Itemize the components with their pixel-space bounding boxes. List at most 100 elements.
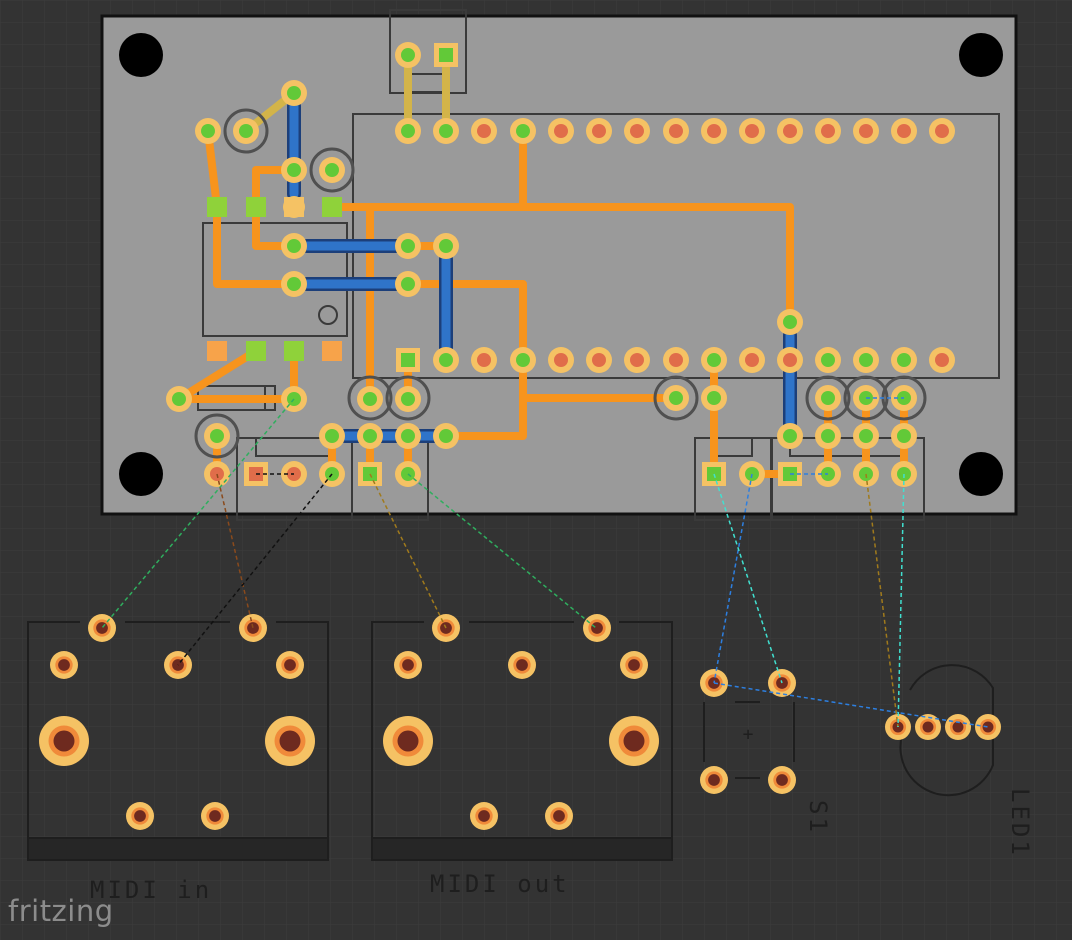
pad-icon[interactable]: [915, 714, 941, 740]
pad-icon[interactable]: [510, 347, 536, 373]
pad-icon[interactable]: [508, 651, 536, 679]
pad-icon[interactable]: [891, 347, 917, 373]
pad-icon[interactable]: [701, 118, 727, 144]
pad-icon[interactable]: [945, 714, 971, 740]
pad-icon[interactable]: [510, 118, 536, 144]
pad-icon[interactable]: [663, 118, 689, 144]
pad-icon[interactable]: [548, 118, 574, 144]
pad-icon[interactable]: [166, 386, 192, 412]
pad-icon[interactable]: [195, 118, 221, 144]
pad-icon[interactable]: [281, 80, 307, 106]
s1-switch[interactable]: +: [703, 701, 795, 779]
midi-in-jack[interactable]: [27, 621, 329, 861]
pad-icon[interactable]: [88, 614, 116, 642]
smd-pad[interactable]: [246, 197, 266, 217]
pad-icon[interactable]: [395, 271, 421, 297]
pad-icon[interactable]: [586, 347, 612, 373]
pad-icon[interactable]: [470, 802, 498, 830]
pad-icon[interactable]: [975, 714, 1001, 740]
pad-icon[interactable]: [929, 118, 955, 144]
pad-icon[interactable]: [853, 347, 879, 373]
smd-pad[interactable]: [322, 197, 342, 217]
pad-icon[interactable]: [39, 716, 89, 766]
pad-icon[interactable]: [357, 386, 383, 412]
pad-icon[interactable]: [663, 347, 689, 373]
pad-icon[interactable]: [50, 651, 78, 679]
square-pad-icon[interactable]: [396, 348, 420, 372]
pad-icon[interactable]: [777, 118, 803, 144]
pad-icon[interactable]: [395, 42, 421, 68]
svg-text:+: +: [743, 724, 754, 745]
pad-icon[interactable]: [777, 309, 803, 335]
part-pads[interactable]: [39, 614, 1001, 830]
pad-icon[interactable]: [624, 118, 650, 144]
pad-icon[interactable]: [395, 233, 421, 259]
pad-icon[interactable]: [815, 347, 841, 373]
pad-icon[interactable]: [545, 802, 573, 830]
pad-icon[interactable]: [815, 423, 841, 449]
pad-icon[interactable]: [853, 423, 879, 449]
pad-icon[interactable]: [777, 347, 803, 373]
pad-icon[interactable]: [624, 347, 650, 373]
pad-icon[interactable]: [395, 118, 421, 144]
pad-icon[interactable]: [319, 423, 345, 449]
pad-icon[interactable]: [583, 614, 611, 642]
smd-pad[interactable]: [207, 197, 227, 217]
pad-icon[interactable]: [204, 423, 230, 449]
pad-icon[interactable]: [126, 802, 154, 830]
smd-pad[interactable]: [207, 341, 227, 361]
pad-icon[interactable]: [433, 118, 459, 144]
pad-icon[interactable]: [701, 385, 727, 411]
pad-icon[interactable]: [433, 347, 459, 373]
pad-icon[interactable]: [471, 347, 497, 373]
pad-icon[interactable]: [201, 802, 229, 830]
capacitor-outline: [223, 108, 269, 154]
pad-icon[interactable]: [815, 118, 841, 144]
pad-icon[interactable]: [609, 716, 659, 766]
pad-icon[interactable]: [395, 386, 421, 412]
pad-icon[interactable]: [433, 233, 459, 259]
led1-outline[interactable]: [899, 664, 994, 797]
pad-icon[interactable]: [663, 385, 689, 411]
pad-icon[interactable]: [233, 118, 259, 144]
pad-icon[interactable]: [395, 423, 421, 449]
ratsnest-wires[interactable]: [101, 397, 989, 728]
pad-icon[interactable]: [586, 118, 612, 144]
pad-icon[interactable]: [276, 651, 304, 679]
pad-icon[interactable]: [777, 423, 803, 449]
pad-icon[interactable]: [548, 347, 574, 373]
pad-icon[interactable]: [357, 423, 383, 449]
s1-label: S1: [804, 800, 832, 835]
pad-icon[interactable]: [239, 614, 267, 642]
ratsnest-wire-icon: [101, 398, 295, 629]
pad-icon[interactable]: [700, 766, 728, 794]
capacitor-outline: [194, 413, 240, 459]
pad-icon[interactable]: [739, 347, 765, 373]
pad-icon[interactable]: [281, 157, 307, 183]
pad-icon[interactable]: [394, 651, 422, 679]
pad-icon[interactable]: [891, 423, 917, 449]
midi-out-jack[interactable]: [371, 621, 673, 861]
smd-pad[interactable]: [322, 341, 342, 361]
pad-icon[interactable]: [265, 716, 315, 766]
pad-icon[interactable]: [471, 118, 497, 144]
pad-icon[interactable]: [853, 118, 879, 144]
pad-icon[interactable]: [891, 118, 917, 144]
smd-pad[interactable]: [246, 341, 266, 361]
ratsnest-wire-icon: [407, 473, 597, 629]
pad-icon[interactable]: [815, 385, 841, 411]
board-pads[interactable]: [166, 42, 955, 487]
pad-icon[interactable]: [768, 766, 796, 794]
pad-icon[interactable]: [433, 423, 459, 449]
pad-icon[interactable]: [739, 118, 765, 144]
pad-icon[interactable]: [281, 271, 307, 297]
pad-icon[interactable]: [281, 233, 307, 259]
pad-icon[interactable]: [701, 347, 727, 373]
pad-icon[interactable]: [383, 716, 433, 766]
smd-pad[interactable]: [284, 341, 304, 361]
pad-icon[interactable]: [319, 157, 345, 183]
pad-icon[interactable]: [620, 651, 648, 679]
square-pad-icon[interactable]: [434, 43, 458, 67]
pad-icon[interactable]: [929, 347, 955, 373]
